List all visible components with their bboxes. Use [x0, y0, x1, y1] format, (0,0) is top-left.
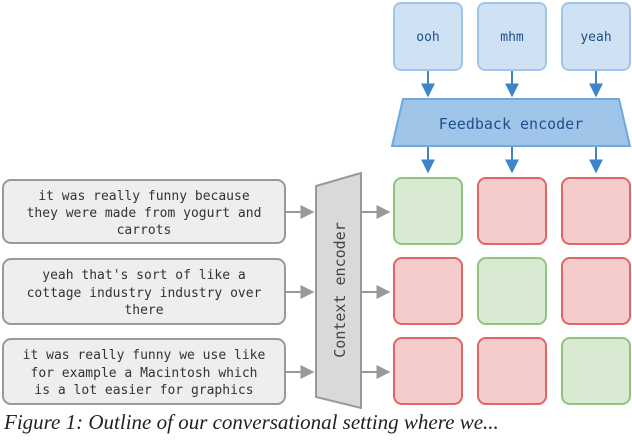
context-box	[2, 179, 286, 244]
context-line: it was really funny we use like	[23, 348, 266, 363]
context-box-3: it was really funny we use like for exam…	[2, 338, 286, 405]
figure-caption: Figure 1: Outline of our conversational …	[4, 410, 499, 434]
feedback-token-ooh: ooh	[416, 30, 439, 45]
score-cell-match	[477, 257, 547, 325]
feedback-token-yeah: yeah	[580, 30, 611, 45]
context-box	[2, 338, 286, 405]
score-cell-mismatch	[477, 337, 547, 405]
score-cell-match	[393, 177, 463, 245]
context-line: is a lot easier for graphics	[34, 383, 253, 398]
context-line: yeah that's sort of like a	[42, 268, 246, 283]
context-box	[2, 258, 286, 325]
context-box-2: yeah that's sort of like a cottage indus…	[2, 258, 286, 325]
score-cell-mismatch	[561, 257, 631, 325]
context-line: carrots	[117, 223, 172, 238]
feedback-encoder-shape	[390, 98, 632, 147]
context-box-1: it was really funny because they were ma…	[2, 179, 286, 244]
feedback-token-mhm: mhm	[500, 30, 524, 45]
context-line: it was really funny because	[38, 189, 249, 204]
context-line: they were made from yogurt and	[27, 206, 262, 221]
token-to-encoder-arrows	[421, 71, 603, 98]
score-cell-mismatch	[393, 257, 463, 325]
score-cell-match	[561, 337, 631, 405]
encoder-to-row-arrows	[362, 205, 391, 379]
context-encoder-label: Context encoder	[331, 222, 349, 357]
encoder-to-grid-arrows	[421, 147, 603, 174]
context-encoder-shape	[315, 171, 362, 410]
feedback-token-box	[393, 2, 463, 71]
feedback-token-box	[561, 2, 631, 71]
score-cell-mismatch	[393, 337, 463, 405]
context-line: cottage industry industry over	[27, 286, 262, 301]
context-line: there	[124, 303, 163, 318]
feedback-token-box	[477, 2, 547, 71]
score-grid	[393, 177, 631, 405]
score-cell-mismatch	[477, 177, 547, 245]
score-cell-mismatch	[561, 177, 631, 245]
feedback-token-row: ooh mhm yeah	[393, 2, 631, 71]
context-line: for example a Macintosh which	[31, 366, 258, 381]
feedback-encoder-label: Feedback encoder	[439, 115, 584, 133]
context-to-encoder-arrows	[286, 205, 315, 379]
